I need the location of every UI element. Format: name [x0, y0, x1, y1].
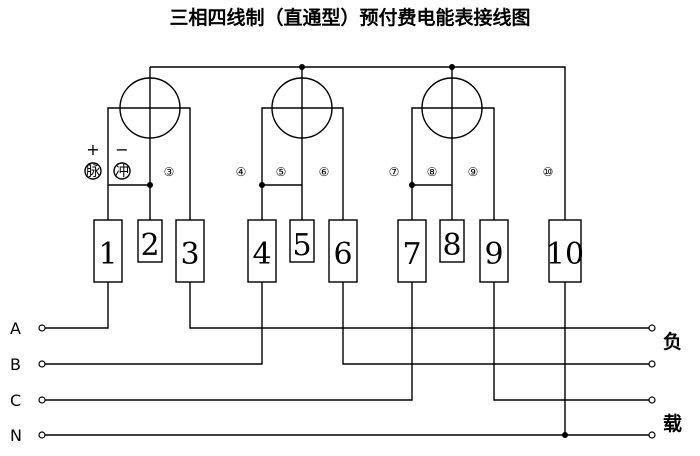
meter-element-1	[107, 67, 191, 220]
terminal-2-label: 2	[140, 228, 159, 263]
wire-t6-to-load	[342, 282, 652, 365]
circled-label-7: ⑦	[389, 165, 400, 179]
wire-t1-to-A	[42, 282, 109, 329]
wire-t3-to-load	[189, 282, 652, 329]
terminal-4-label: 4	[252, 237, 271, 272]
terminal-3-label: 3	[180, 237, 199, 272]
wire-t9-to-load	[493, 282, 652, 401]
circled-label-4: ④	[236, 165, 247, 179]
terminal-1-label: 1	[98, 237, 117, 272]
circled-label-9: ⑨	[468, 165, 479, 179]
wire-t7-to-C	[42, 282, 413, 401]
circled-label-3: ③	[164, 165, 175, 179]
wire-t4-to-B	[42, 282, 263, 365]
coil-wire	[180, 107, 191, 220]
junction-wire	[108, 184, 151, 220]
terminal-6-label: 6	[333, 237, 352, 272]
line-terminal-A	[38, 324, 46, 332]
line-label-B: B	[10, 355, 21, 374]
load-label-bottom: 载	[663, 412, 682, 435]
coil-wire	[107, 107, 120, 220]
terminal-8	[439, 219, 465, 263]
top-voltage-bus	[150, 66, 566, 220]
pulse-char-right: 冲	[115, 164, 129, 180]
circled-label-10: ⑩	[543, 165, 554, 179]
load-terminal-A	[648, 324, 656, 332]
junction-dot	[147, 182, 153, 188]
terminal-8-label: 8	[442, 228, 461, 263]
load-terminal-C	[648, 396, 656, 404]
circled-labels: ③ ④ ⑤ ⑥ ⑦ ⑧ ⑨ ⑩	[164, 165, 554, 179]
meter-element-2	[259, 67, 344, 220]
coil-wire	[261, 107, 272, 220]
meter-element-3	[409, 67, 495, 220]
circled-label-8: ⑧	[427, 165, 438, 179]
terminal-blocks: 1 2 3 4 5 6 7 8 9 10	[93, 219, 584, 283]
terminal-to-line-wires	[42, 282, 652, 438]
terminal-10-label: 10	[546, 237, 584, 272]
terminal-5	[289, 219, 315, 263]
load-label-top: 负	[663, 330, 682, 353]
coil-wire	[332, 107, 344, 220]
terminal-7-label: 7	[402, 237, 421, 272]
line-label-C: C	[10, 391, 21, 410]
load-terminal-B	[648, 360, 656, 368]
pulse-minus-sign: −	[115, 140, 128, 159]
coil-wire	[411, 107, 422, 220]
pulse-plus-sign: +	[86, 140, 99, 159]
pulse-circle-right	[113, 162, 131, 180]
pulse-circle-left	[84, 162, 102, 180]
terminal-9-label: 9	[484, 237, 503, 272]
line-label-N: N	[10, 426, 22, 445]
line-label-A: A	[10, 319, 21, 338]
diagram-title: 三相四线制（直通型）预付费电能表接线图	[169, 6, 530, 29]
terminal-2	[137, 219, 163, 263]
line-terminal-C	[38, 396, 46, 404]
pulse-output-markers: + − 脉 冲	[84, 140, 131, 180]
circled-label-5: ⑤	[276, 165, 287, 179]
circled-label-6: ⑥	[319, 165, 330, 179]
line-terminal-N	[38, 431, 46, 439]
line-terminal-B	[38, 360, 46, 368]
neutral-junction-dot	[562, 432, 568, 438]
line-labels: A B C N 负 载	[10, 319, 682, 445]
load-terminal-N	[648, 431, 656, 439]
junction-dot	[409, 182, 415, 188]
line-end-terminals	[38, 324, 656, 439]
pulse-char-left: 脉	[86, 164, 100, 180]
coil-wire	[482, 107, 495, 220]
junction-dot	[259, 182, 265, 188]
terminal-5-label: 5	[292, 228, 311, 263]
